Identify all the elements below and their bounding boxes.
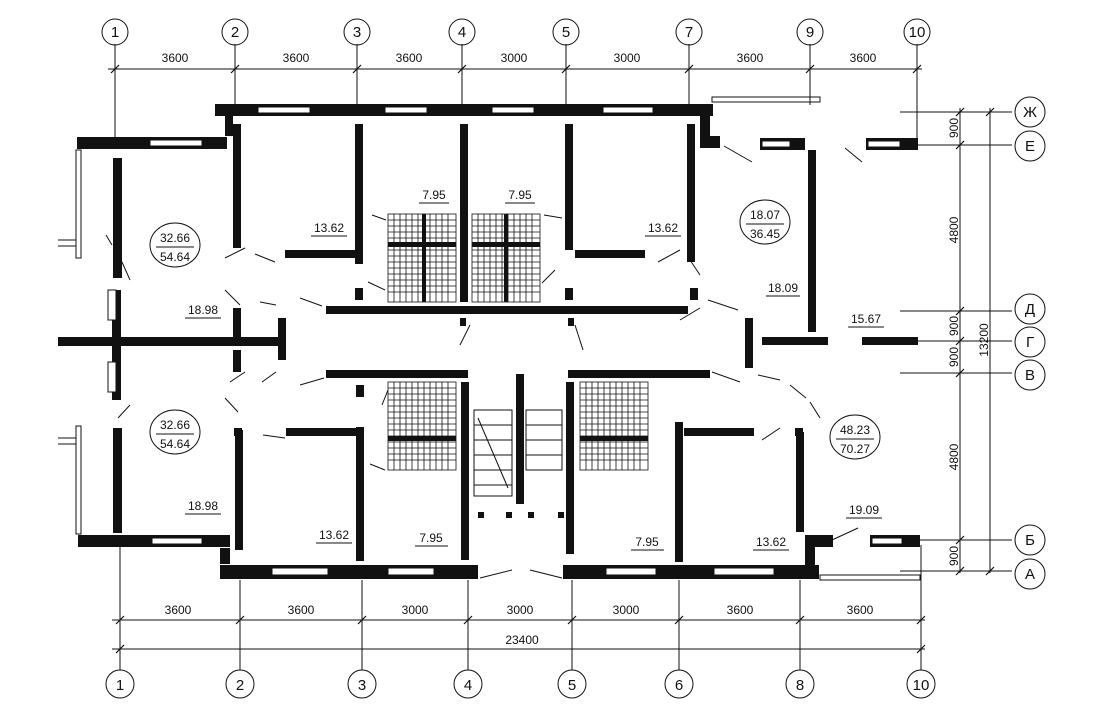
door-swings	[105, 145, 863, 579]
grid-block	[471, 213, 541, 303]
right-axis-label: Б	[1025, 532, 1035, 549]
bottom-axis-label: 1	[116, 677, 124, 694]
room-area: 18.98	[188, 499, 218, 513]
bottom-total-dim: 23400	[505, 633, 539, 647]
top-axis-markers: 1 2 3 4 5 7 9 10	[101, 18, 931, 46]
room-area: 18.09	[768, 281, 798, 295]
bottom-dim-3: 3000	[402, 603, 429, 617]
right-dim-2: 4800	[947, 216, 961, 243]
apartment-marker: 48.23 70.27	[829, 414, 881, 460]
grid-block	[387, 213, 457, 303]
apartment-marker: 18.07 36.45	[739, 199, 791, 245]
top-dimension-chain: 3600 3600 3600 3000 3000 3600 3600	[108, 44, 922, 140]
right-dim-4: 900	[947, 347, 961, 367]
bottom-axis-label: 8	[796, 677, 804, 694]
top-dim-2: 3600	[283, 51, 310, 65]
bottom-axis-label: 10	[913, 677, 930, 694]
top-axis-label: 7	[685, 24, 693, 41]
bottom-axis-label: 6	[675, 677, 683, 694]
right-dim-6: 900	[947, 546, 961, 566]
top-axis-label: 4	[458, 24, 466, 41]
top-dim-7: 3600	[850, 51, 877, 65]
bottom-axis-markers: 1 2 3 4 5 6 8 10	[105, 669, 936, 699]
bottom-axis-label: 3	[358, 677, 366, 694]
room-area: 7.95	[419, 531, 443, 545]
bottom-dim-5: 3000	[613, 603, 640, 617]
right-dim-3: 900	[947, 316, 961, 336]
bottom-axis-label: 4	[464, 677, 472, 694]
right-axis-label: Ж	[1023, 104, 1037, 121]
bottom-axis-label: 2	[236, 677, 244, 694]
top-dim-1: 3600	[162, 51, 189, 65]
room-area: 13.62	[756, 535, 786, 549]
room-area: 15.67	[851, 312, 881, 326]
bottom-dim-2: 3600	[288, 603, 315, 617]
top-dim-3: 3600	[396, 51, 423, 65]
bottom-axis-label: 5	[568, 677, 576, 694]
apartment-living-area: 32.66	[160, 418, 190, 432]
top-dim-4: 3000	[501, 51, 528, 65]
room-area: 7.95	[422, 188, 446, 202]
apartment-marker: 32.66 54.64	[149, 409, 201, 455]
top-axis-label: 5	[562, 24, 570, 41]
bottom-dim-7: 3600	[847, 603, 874, 617]
room-area-labels: 13.62 7.95 7.95 13.62 18.09 18.98 15.67 …	[185, 188, 884, 551]
top-dim-6: 3600	[737, 51, 764, 65]
right-axis-label: Д	[1025, 301, 1035, 318]
bottom-dim-6: 3600	[727, 603, 754, 617]
apartment-marker: 32.66 54.64	[149, 222, 201, 268]
balconies	[58, 96, 921, 581]
top-axis-label: 10	[909, 24, 926, 41]
room-area: 19.09	[849, 503, 879, 517]
room-area: 18.98	[188, 303, 218, 317]
sanitary-grids	[387, 213, 649, 471]
top-axis-label: 2	[231, 24, 239, 41]
apartment-total-area: 70.27	[840, 442, 870, 456]
exterior-walls	[58, 104, 920, 579]
top-axis-label: 9	[806, 24, 814, 41]
apartment-total-area: 36.45	[750, 227, 780, 241]
interior-walls	[113, 116, 918, 567]
bottom-dim-1: 3600	[165, 603, 192, 617]
grid-block	[387, 381, 457, 471]
room-area: 13.62	[319, 528, 349, 542]
right-axis-label: Г	[1026, 334, 1034, 351]
staircase	[473, 409, 563, 497]
apartment-markers: 32.66 54.64 18.07 36.45 32.66 54.64 48.2…	[149, 199, 881, 460]
apartment-total-area: 54.64	[160, 437, 190, 451]
room-area: 13.62	[314, 221, 344, 235]
right-dimension-chain: 900 4800 900 900 4800 900 13200	[900, 107, 1012, 576]
right-axis-markers: Ж Е Д Г В Б А	[1014, 96, 1046, 590]
right-dim-1: 900	[947, 118, 961, 138]
right-axis-label: Е	[1025, 138, 1035, 155]
bottom-dim-4: 3000	[507, 603, 534, 617]
apartment-living-area: 32.66	[160, 231, 190, 245]
right-dim-5: 4800	[947, 443, 961, 470]
right-total-dim: 13200	[977, 323, 991, 357]
top-dim-5: 3000	[614, 51, 641, 65]
apartment-living-area: 18.07	[750, 208, 780, 222]
top-axis-label: 3	[353, 24, 361, 41]
room-area: 13.62	[648, 221, 678, 235]
right-axis-label: А	[1025, 566, 1035, 583]
apartment-total-area: 54.64	[160, 250, 190, 264]
grid-block	[579, 381, 649, 471]
room-area: 7.95	[508, 188, 532, 202]
right-axis-label: В	[1025, 367, 1035, 384]
apartment-living-area: 48.23	[840, 423, 870, 437]
top-axis-label: 1	[111, 24, 119, 41]
bottom-dimension-chain: 3600 3600 3000 3000 3000 3600 3600 23400	[112, 545, 926, 670]
room-area: 7.95	[635, 535, 659, 549]
